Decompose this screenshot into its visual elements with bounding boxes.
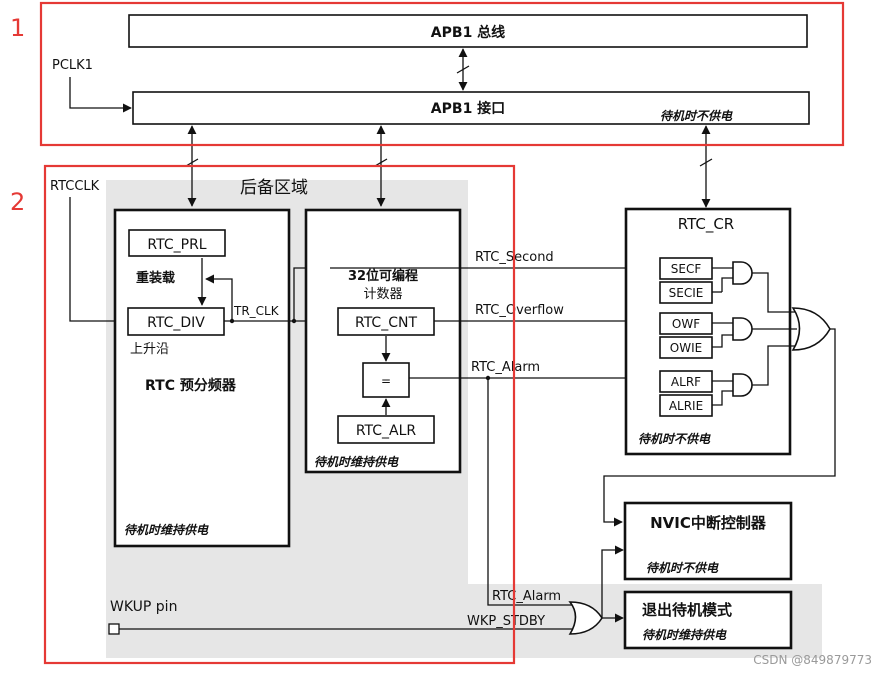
prescaler-standby-note: 待机时维持供电 <box>124 523 209 537</box>
counter-standby-note: 待机时维持供电 <box>314 455 399 469</box>
and-in-2b <box>712 334 733 348</box>
pclk1-arrow <box>69 77 132 113</box>
rtcclk-arrow <box>69 197 127 326</box>
nvic-standby-note: 待机时不供电 <box>646 561 719 575</box>
alarm-to-exit-label: RTC_Alarm <box>492 589 561 604</box>
tr-clk-label: TR_CLK <box>233 304 280 318</box>
apb1-standby-note: 待机时不供电 <box>660 109 733 123</box>
rtc-prl-label: RTC_PRL <box>147 237 206 253</box>
pclk1-label: PCLK1 <box>52 58 93 73</box>
alarm-to-exit-line <box>487 378 578 606</box>
wkup-pin-label: WKUP pin <box>110 599 177 615</box>
feedback-arrow <box>205 274 233 321</box>
alarm-signal-label: RTC_Alarm <box>471 360 540 375</box>
reload-label: 重装载 <box>136 270 175 286</box>
counter-title-line2: 计数器 <box>363 287 402 302</box>
prescaler-title: RTC 预分频器 <box>145 377 237 394</box>
overflow-signal-label: RTC_Overflow <box>475 303 564 318</box>
nvic-title: NVIC中断控制器 <box>650 514 767 532</box>
or-in-3 <box>752 345 795 386</box>
and-in-1b-bend <box>721 277 733 292</box>
region-2-number: 2 <box>10 188 25 216</box>
slash-prescaler <box>185 158 199 167</box>
backup-domain-title: 后备区域 <box>240 178 308 198</box>
nvic-block <box>623 501 793 581</box>
watermark: CSDN @849879773 <box>753 653 872 667</box>
rtc-alr-box <box>337 415 435 444</box>
rtc-prl-box <box>128 229 226 257</box>
rtc-cr-standby-note: 待机时不供电 <box>638 432 711 446</box>
apb1-interface-label: APB1 接口 <box>431 100 505 117</box>
alrf-label: ALRF <box>671 375 701 389</box>
bus-slash <box>456 65 470 74</box>
rtc-alr-label: RTC_ALR <box>356 423 417 439</box>
exit-standby-title: 退出待机模式 <box>642 601 732 619</box>
region-1-number: 1 <box>10 14 25 42</box>
comparator-label: = <box>381 374 391 388</box>
counter-title-line1: 32位可编程 <box>348 268 418 284</box>
slash-counter <box>374 158 388 167</box>
secie-label: SECIE <box>669 286 704 300</box>
region-2-highlight <box>43 164 516 665</box>
apb1-bus-box <box>128 14 808 48</box>
interrupt-line <box>603 328 836 527</box>
apb1-interface-box <box>132 91 810 125</box>
rising-edge-label: 上升沿 <box>130 342 169 357</box>
rtc-cnt-box <box>337 307 435 336</box>
owf-label: OWF <box>672 317 700 331</box>
exit-standby-note: 待机时维持供电 <box>642 628 727 642</box>
region-1-highlight <box>39 1 845 147</box>
rtc-div-label: RTC_DIV <box>147 315 205 331</box>
prescaler-block <box>113 208 291 548</box>
slash-rtc-cr <box>699 158 713 167</box>
wkp-stdby-label: WKP_STDBY <box>467 614 545 629</box>
rtcclk-label: RTCCLK <box>50 179 100 194</box>
and-gate-alarm <box>732 373 753 397</box>
apb1-bus-label: APB1 总线 <box>431 24 505 41</box>
to-nvic-arrow <box>601 545 624 618</box>
or-in-1 <box>752 272 795 313</box>
rtc-cnt-label: RTC_CNT <box>355 315 417 331</box>
rtc-cr-title: RTC_CR <box>678 215 734 234</box>
owie-label: OWIE <box>670 341 702 355</box>
and-gate-second <box>732 261 753 285</box>
or-gate <box>791 307 831 351</box>
tr-clk-junction <box>229 318 235 324</box>
wakeup-or-gate <box>568 601 603 635</box>
comparator-box <box>362 362 410 398</box>
alrie-label: ALRIE <box>669 399 703 413</box>
rtc-div-box <box>127 307 225 336</box>
exit-standby-block <box>623 590 793 650</box>
secf-label: SECF <box>671 262 702 276</box>
wkup-pin-square[interactable] <box>108 623 120 635</box>
and-gate-overflow <box>732 317 753 341</box>
and-in-3b <box>712 390 733 406</box>
